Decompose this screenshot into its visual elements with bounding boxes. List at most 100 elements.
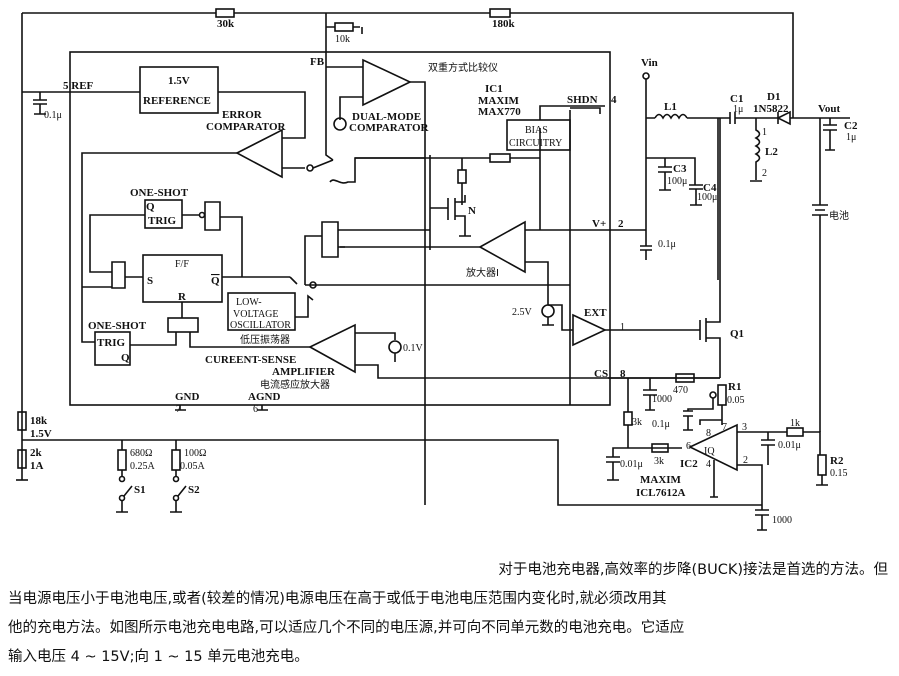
caption-line-1: 对于电池充电器,高效率的步降(BUCK)接法是首选的方法。但 [498,562,888,578]
error-comp-label-1: ERROR [222,109,263,121]
mosfet-n-label: N [468,205,476,217]
resistor-3k-vertical [623,411,633,426]
label-c1-val: 1μ [733,104,743,115]
labels: 30k 180k 10k FB 5 REF 0.1μ 1.5V REFERENC… [30,18,858,526]
osc-label-cn: 低压振荡器 [240,333,290,346]
oneshot-bot-q: Q [121,352,130,364]
label-cap-bottom: 1000 [772,515,792,526]
resistor-bias [489,153,511,163]
label-2k-note: 1A [30,460,44,472]
label-3k-vertical: 3k [632,417,642,428]
pin-ext: EXT [584,307,607,319]
pin-cs-num: 8 [620,368,626,380]
osc-label-3: OSCILLATOR [230,320,291,331]
label-c2: C2 [844,120,858,132]
label-c3-val: 100μ [667,176,687,187]
label-c4: C4 [703,182,717,194]
label-470: 470 [673,385,688,396]
resistor-180k [489,8,511,18]
osc-label-1: LOW- [236,297,262,308]
label-1k: 1k [790,418,800,429]
ic1-label-1: IC1 [485,83,503,95]
ref-label-top: 1.5V [168,75,190,87]
label-q1: Q1 [730,328,744,340]
pin-vplus: V+ [592,218,606,230]
cs-amp-label-cn: 电流感应放大器 [260,378,330,391]
ff-qbar: Q [211,275,220,287]
pin-ext-num: 1 [620,322,625,333]
oneshot-bot-label: ONE-SHOT [88,320,147,332]
label-s2[interactable]: S2 [188,484,200,496]
pin-shdn: SHDN [567,94,598,106]
label-battery: 电池 [829,209,849,222]
ic2-pin-3: 3 [742,422,747,433]
label-c2-val: 1μ [846,132,856,143]
resistor-n-drain [457,169,467,184]
label-c3: C3 [673,163,687,175]
label-2k: 2k [30,447,43,459]
label-680: 680Ω [130,448,152,459]
label-100-note: 0.05A [180,461,206,472]
label-l1: L1 [664,101,677,113]
oneshot-top-label: ONE-SHOT [130,187,189,199]
label-l2-p2: 2 [762,168,767,179]
label-d1-part: 1N5822 [753,103,789,115]
ic2-label-1: MAXIM [640,474,682,486]
cs-amp-label-1: CUREENT-SENSE [205,354,296,366]
pin-vplus-num: 2 [618,218,624,230]
label-l2-p1: 1 [762,127,767,138]
ic1-label-2: MAXIM [478,95,520,107]
label-180k: 180k [492,18,516,30]
pin-ref: 5 REF [63,80,94,92]
label-100: 100Ω [184,448,206,459]
label-cap-vplus: 0.1μ [658,239,676,250]
circuit-diagram: 30k 180k 10k FB 5 REF 0.1μ 1.5V REFERENC… [16,8,858,531]
dual-mode-label-cn: 双重方式比较仪 [428,61,498,74]
ic2-pin-4: 4 [706,459,711,470]
label-10k: 10k [335,34,350,45]
ff-s: S [147,275,153,287]
oneshot-bot-trig: TRIG [97,337,126,349]
label-18k: 18k [30,415,48,427]
ic2-pin-2: 2 [743,455,748,466]
label-d1: D1 [767,91,780,103]
error-comp-label-2: COMPARATOR [206,121,286,133]
ff-label: F/F [175,259,189,270]
ic2-pin-8: 8 [706,428,711,439]
ic2-iq: IQ [704,446,715,457]
dual-mode-label-1: DUAL-MODE [352,111,421,123]
bias-label-2: CIRCUITRY [509,138,562,149]
label-2-5v: 2.5V [512,307,533,318]
resistor-30k [215,8,235,18]
amp1-label-cn: 放大器I [466,266,499,279]
label-c4-val: 100μ [697,192,717,203]
bias-label-1: BIAS [525,125,548,136]
ref-label-bottom: REFERENCE [143,95,211,107]
wires [16,8,850,531]
label-680-note: 0.25A [130,461,156,472]
label-s1[interactable]: S1 [134,484,146,496]
ic2-label-2: ICL7612A [636,487,686,499]
label-cap-ic2: 0.1μ [652,419,670,430]
label-30k: 30k [217,18,235,30]
label-0-1v: 0.1V [403,343,424,354]
label-r2-val: 0.15 [830,468,848,479]
ic1-boundary [69,51,611,406]
pin-gnd: GND [175,391,200,403]
osc-label-2: VOLTAGE [233,309,279,320]
resistor-470 [675,373,695,383]
label-cap-in: 0.01μ [620,459,643,470]
label-r1: R1 [728,381,741,393]
caption-line-2: 当电源电压小于电池电压,或者(较差的情况)电源电压在高于或低于电池电压范围内变化… [8,591,667,607]
oneshot-top-q: Q [146,201,155,213]
pin-fb: FB [310,56,325,68]
ic2-label: IC2 [680,458,698,470]
resistor-r2 [817,454,827,476]
resistor-100 [171,449,181,471]
resistor-10k [334,22,354,32]
caption-line-4: 输入电压 4 ~ 15V;向 1 ~ 15 单元电池充电。 [8,649,309,665]
ff-r: R [178,291,187,303]
label-l2: L2 [765,146,778,158]
pin-gnd-num: 7 [176,404,181,415]
resistor-3k-horizontal [651,443,669,453]
